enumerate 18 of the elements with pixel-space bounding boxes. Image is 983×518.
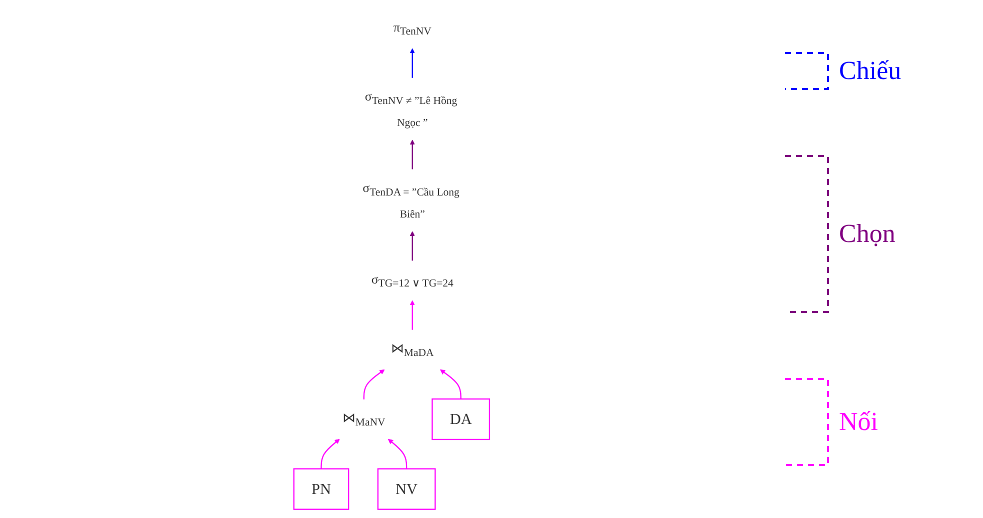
node-box: NV (377, 468, 436, 510)
arrow (410, 231, 415, 261)
legend-label: Chọn (839, 218, 896, 249)
arrow (440, 369, 462, 399)
node-text: π$_{TenNV}$ (393, 20, 432, 38)
legend-label: Chiếu (839, 56, 902, 86)
node-box: DA (431, 398, 490, 440)
node-text: σ$_{TG=12 ∨ TG=24}$ (371, 272, 454, 290)
node-box: PN (293, 468, 349, 510)
legend-label: Nối (839, 406, 878, 437)
arrow (410, 48, 415, 78)
arrow (363, 369, 385, 400)
node-text: ⋈$_{MaNV}$ (342, 410, 386, 428)
arrow (388, 438, 407, 469)
arrow (410, 140, 415, 170)
arrow (320, 438, 340, 469)
node-text: ⋈$_{MaDA}$ (390, 340, 434, 358)
arrow (410, 300, 415, 330)
